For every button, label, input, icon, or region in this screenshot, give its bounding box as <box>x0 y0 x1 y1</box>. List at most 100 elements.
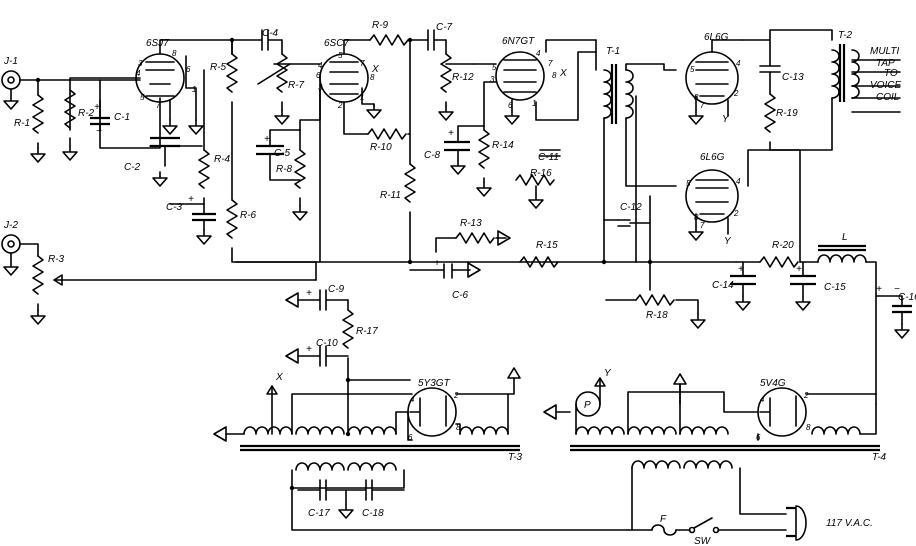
label-c12: C-12 <box>620 202 642 213</box>
svg-text:−: − <box>894 284 900 295</box>
label-j1: J-1 <box>3 56 18 67</box>
svg-text:MULTI: MULTI <box>870 46 899 57</box>
svg-text:4: 4 <box>736 177 741 186</box>
svg-text:7: 7 <box>700 101 705 110</box>
output-voice-coil-label: MULTI TAP TO VOICE COIL <box>870 46 901 103</box>
label-c8: C-8 <box>424 150 441 161</box>
tube-v7: 5V4G 4 2 6 8 <box>756 378 811 442</box>
label-c16: C-16 <box>898 292 916 303</box>
label-c10: C-10 <box>316 338 338 349</box>
label-r7: R-7 <box>288 80 305 91</box>
svg-text:+: + <box>448 128 454 139</box>
label-r8: R-8 <box>276 164 293 175</box>
svg-text:1: 1 <box>532 99 536 108</box>
label-c5: C-5 <box>274 148 291 159</box>
svg-text:8: 8 <box>552 71 557 80</box>
tube-v6: 5Y3GT 4 2 6 8 <box>407 378 461 442</box>
transformer-t3: T-3 <box>240 426 523 471</box>
tube-v3: 6N7GT 4 7 8 5 3 6 1 X <box>490 36 567 110</box>
svg-text:5: 5 <box>690 65 695 74</box>
svg-text:6: 6 <box>508 101 513 110</box>
svg-text:+: + <box>306 344 312 355</box>
label-c6: C-6 <box>452 290 469 301</box>
transformer-t2: T-2 <box>831 30 860 102</box>
svg-text:6: 6 <box>316 71 321 80</box>
label-c17: C-17 <box>308 508 330 519</box>
svg-text:3: 3 <box>138 59 143 68</box>
svg-text:TAP: TAP <box>876 58 895 69</box>
svg-text:Y: Y <box>604 368 612 379</box>
svg-text:8: 8 <box>172 49 177 58</box>
svg-text:7: 7 <box>700 221 705 230</box>
label-c3: C-3 <box>166 202 183 213</box>
label-r10: R-10 <box>370 142 392 153</box>
svg-text:+: + <box>738 264 744 275</box>
svg-text:4: 4 <box>136 69 141 78</box>
label-v4: 6L6G <box>704 32 729 43</box>
label-r14: R-14 <box>492 140 514 151</box>
transformer-t1: T-1 <box>603 46 634 124</box>
label-r16: R-16 <box>530 168 552 179</box>
svg-text:2: 2 <box>337 101 343 110</box>
svg-text:+: + <box>306 288 312 299</box>
label-r3: R-3 <box>48 254 65 265</box>
svg-text:4: 4 <box>536 49 541 58</box>
transformer-t4: T-4 <box>570 426 887 469</box>
svg-text:+: + <box>94 102 100 113</box>
label-t1: T-1 <box>606 46 620 57</box>
label-fuse: F <box>660 514 667 525</box>
label-c13: C-13 <box>782 72 804 83</box>
label-r12: R-12 <box>452 72 474 83</box>
svg-text:5: 5 <box>338 51 343 60</box>
label-c1: C-1 <box>114 112 130 123</box>
label-c9: C-9 <box>328 284 345 295</box>
svg-text:P: P <box>584 400 591 411</box>
label-c11: C-11 <box>538 152 559 163</box>
svg-text:1: 1 <box>192 85 196 94</box>
svg-text:X: X <box>371 64 379 75</box>
svg-text:5: 5 <box>686 179 691 188</box>
label-t4: T-4 <box>872 452 887 463</box>
tube-v1: 6SJ7 3 4 5 8 6 7 1 <box>135 38 196 110</box>
label-r17: R-17 <box>356 326 378 337</box>
label-r11: R-11 <box>380 190 401 201</box>
svg-text:7: 7 <box>548 59 553 68</box>
label-v6: 5Y3GT <box>418 378 451 389</box>
label-j2: J-2 <box>3 220 18 231</box>
label-r13: R-13 <box>460 218 482 229</box>
label-r19: R-19 <box>776 108 798 119</box>
svg-text:2: 2 <box>453 391 459 400</box>
tube-v2: 6SC7 5 4 6 3 2 7 8 1 X <box>316 38 379 110</box>
svg-text:6: 6 <box>186 65 191 74</box>
svg-text:8: 8 <box>806 423 811 432</box>
svg-text:TO: TO <box>884 68 898 79</box>
svg-text:4: 4 <box>318 61 323 70</box>
svg-text:2: 2 <box>733 209 739 218</box>
label-r18: R-18 <box>646 310 668 321</box>
label-t2: T-2 <box>838 30 853 41</box>
label-inductor: L <box>842 232 848 243</box>
svg-text:+: + <box>796 264 802 275</box>
label-c2: C-2 <box>124 162 141 173</box>
tube-v4: 6L6G 5 4 2 7 8 Y <box>685 32 741 125</box>
jack-j1: J-1 <box>1 56 21 110</box>
svg-text:5: 5 <box>492 63 497 72</box>
svg-text:3: 3 <box>490 75 495 84</box>
label-r15: R-15 <box>536 240 558 251</box>
label-c14: C-14 <box>712 280 734 291</box>
label-r9: R-9 <box>372 20 389 31</box>
label-c4: C-4 <box>262 28 279 39</box>
label-r1: R-1 <box>14 118 30 129</box>
label-r6: R-6 <box>240 210 257 221</box>
svg-text:+: + <box>264 134 270 145</box>
svg-text:6: 6 <box>408 433 413 442</box>
label-v5: 6L6G <box>700 152 725 163</box>
label-c18: C-18 <box>362 508 384 519</box>
svg-text:7: 7 <box>360 59 365 68</box>
label-v3: 6N7GT <box>502 36 535 47</box>
svg-text:8: 8 <box>456 423 461 432</box>
svg-text:+: + <box>876 284 882 295</box>
tube-v5: 6L6G 5 4 2 7 8 Y <box>685 152 741 247</box>
label-r4: R-4 <box>214 154 231 165</box>
